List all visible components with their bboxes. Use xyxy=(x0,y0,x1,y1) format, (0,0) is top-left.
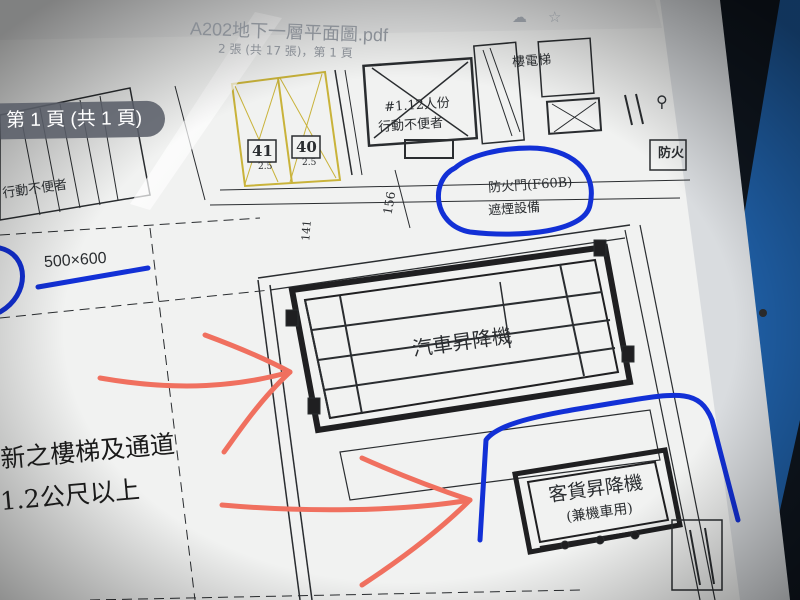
slot-number-41: 41 xyxy=(252,142,273,160)
top-right-label: 樓電梯 xyxy=(511,52,552,71)
dimension-141: 141 xyxy=(299,219,314,242)
cloud-icon[interactable]: ☁ xyxy=(512,8,527,26)
page-indicator-pill[interactable]: 第 1 頁 (共 1 頁) xyxy=(0,100,166,140)
slot-subtext-41: 2.5 xyxy=(258,162,273,172)
slot-subtext-40: 2.5 xyxy=(302,158,317,168)
smoke-exhaust-label: 遮煙設備 xyxy=(487,200,541,219)
star-icon[interactable]: ☆ xyxy=(548,8,562,26)
fire-label: 防火 xyxy=(658,146,685,161)
slot-number-40: 40 xyxy=(296,138,317,156)
fire-extinguisher-icon: ⚲ xyxy=(656,92,668,111)
